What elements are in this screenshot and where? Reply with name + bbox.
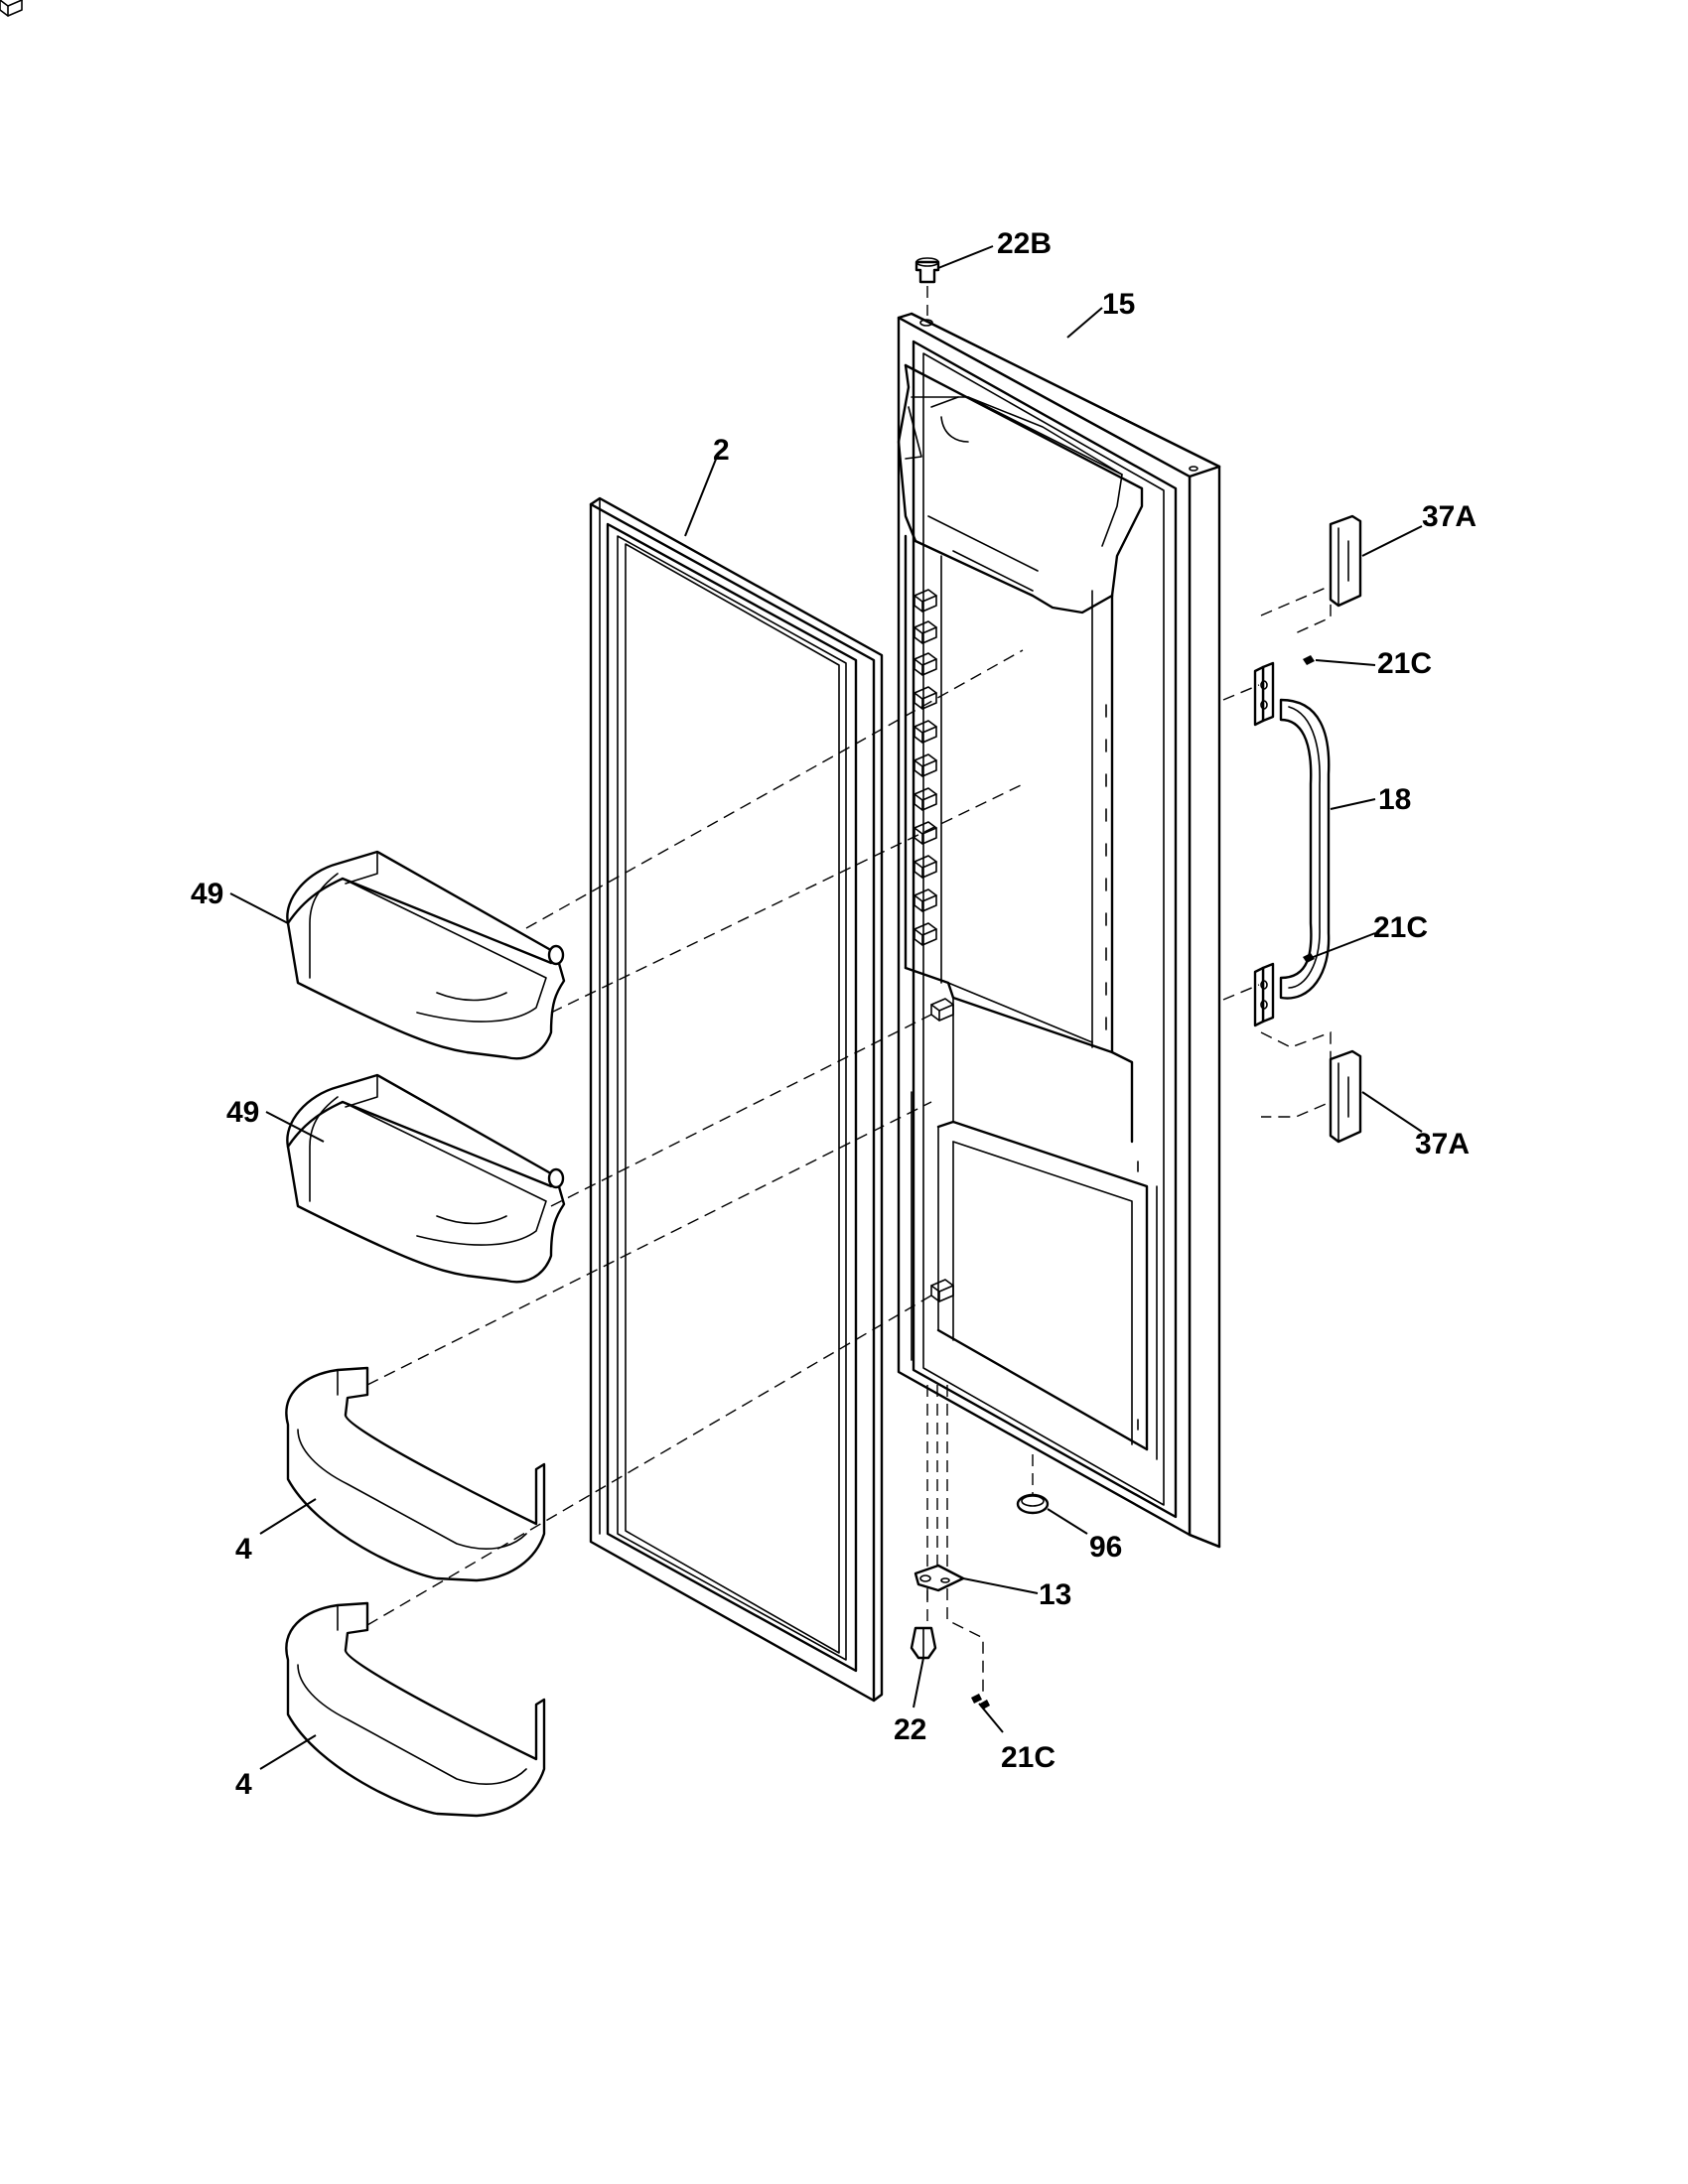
door-bin-lower [286,1073,566,1284]
top-hinge-bushing [914,257,940,284]
assembly-lines [366,286,1332,1693]
door-shelf-pegs-left [0,0,954,1302]
door-shelf-lower [285,1601,546,1818]
callout-4-lower: 4 [235,1768,252,1801]
hinge-screws-bottom [971,1694,990,1709]
callout-4-upper: 4 [235,1533,252,1566]
handle-screw-middle [1303,953,1315,963]
door-stop-plug [1016,1493,1050,1515]
bottom-hinge-cam [910,1626,937,1660]
handle-end-cap-bottom [1329,1049,1362,1144]
callout-2: 2 [713,434,730,467]
door-handle [1253,661,1331,1027]
callout-96: 96 [1089,1531,1122,1564]
door-outer-panel [897,312,1221,1549]
door-shelf-slots-right [1105,704,1139,1431]
handle-screw-top [1303,655,1315,665]
handle-end-cap-top [1329,514,1362,608]
callout-21C-bottom: 21C [1001,1741,1055,1774]
callout-18: 18 [1378,783,1411,816]
callout-21C-middle: 21C [1373,911,1428,944]
door-bin-upper [286,850,566,1060]
door-gasket [589,496,884,1703]
callout-13: 13 [1039,1578,1071,1611]
callout-22: 22 [894,1713,926,1746]
callout-22B: 22B [997,227,1052,260]
callout-21C-top: 21C [1377,647,1432,680]
callout-labels: 22B 15 2 37A 21C 18 21C 37A 49 49 4 4 96… [191,227,1477,1801]
callout-37A-bottom: 37A [1415,1128,1470,1160]
door-liner [897,363,1158,1460]
leader-lines [229,245,1423,1770]
callout-37A-top: 37A [1422,500,1477,533]
bottom-hinge-plate [914,1564,965,1592]
callout-15: 15 [1102,288,1135,321]
door-shelf-upper [285,1366,546,1582]
callout-49-upper: 49 [191,878,223,910]
callout-49-lower: 49 [226,1096,259,1129]
